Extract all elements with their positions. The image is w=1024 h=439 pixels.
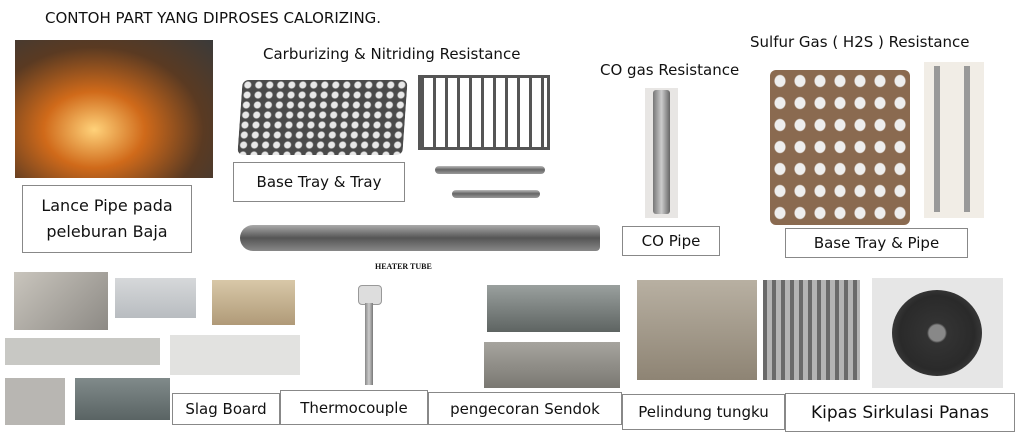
base-tray-photo	[237, 80, 408, 155]
pipes-photo	[924, 62, 984, 218]
pipe-image	[964, 66, 970, 212]
thermocouple-label: Thermocouple	[280, 390, 428, 425]
fan-photo	[872, 278, 1003, 388]
ladle-spoon-photo	[484, 342, 620, 388]
base-tray-pipe-label: Base Tray & Pipe	[785, 228, 968, 258]
pengecoran-sendok-label: pengecoran Sendok	[428, 392, 622, 425]
long-tool-photo	[5, 338, 160, 365]
base-tray-cast-photo	[770, 70, 910, 225]
t-tool-photo	[5, 378, 65, 425]
thermocouple-photo	[340, 285, 400, 385]
pelindung-tungku-label: Pelindung tungku	[622, 394, 785, 430]
pipe-image	[934, 66, 940, 212]
steel-smelting-photo	[15, 40, 213, 178]
section-heading-sulfur: Sulfur Gas ( H2S ) Resistance	[750, 33, 970, 51]
thermocouple-head	[358, 285, 382, 305]
co-pipe-photo-bg	[645, 88, 678, 218]
slag-board-label: Slag Board	[172, 393, 280, 425]
basket-tray-photo	[418, 75, 550, 150]
furnace-tubes-photo	[763, 280, 860, 380]
thermocouple-rod	[365, 303, 373, 385]
fan-image	[892, 290, 982, 376]
slag-tools-photo	[14, 272, 108, 330]
co-pipe-label: CO Pipe	[622, 226, 720, 256]
rake-tool-photo	[212, 280, 295, 325]
page-title: CONTOH PART YANG DIPROSES CALORIZING.	[45, 9, 382, 27]
rod-photo	[452, 190, 540, 198]
ladle-plate-photo	[487, 285, 620, 332]
heater-tube-photo	[240, 225, 600, 251]
base-tray-tray-label: Base Tray & Tray	[233, 162, 405, 202]
rod-tool-photo	[75, 378, 170, 420]
section-heading-carburizing: Carburizing & Nitriding Resistance	[263, 45, 521, 63]
kipas-label: Kipas Sirkulasi Panas	[785, 393, 1015, 432]
fork-rod-photo	[170, 335, 300, 375]
rod-photo	[435, 166, 545, 174]
lance-pipe-label: Lance Pipe pada peleburan Baja	[22, 185, 192, 253]
furnace-shield-photo	[637, 280, 757, 380]
heater-tube-caption: HEATER TUBE	[375, 262, 432, 271]
fork-tool-photo	[115, 278, 196, 318]
co-pipe-image	[653, 90, 670, 214]
section-heading-co-gas: CO gas Resistance	[600, 61, 740, 79]
